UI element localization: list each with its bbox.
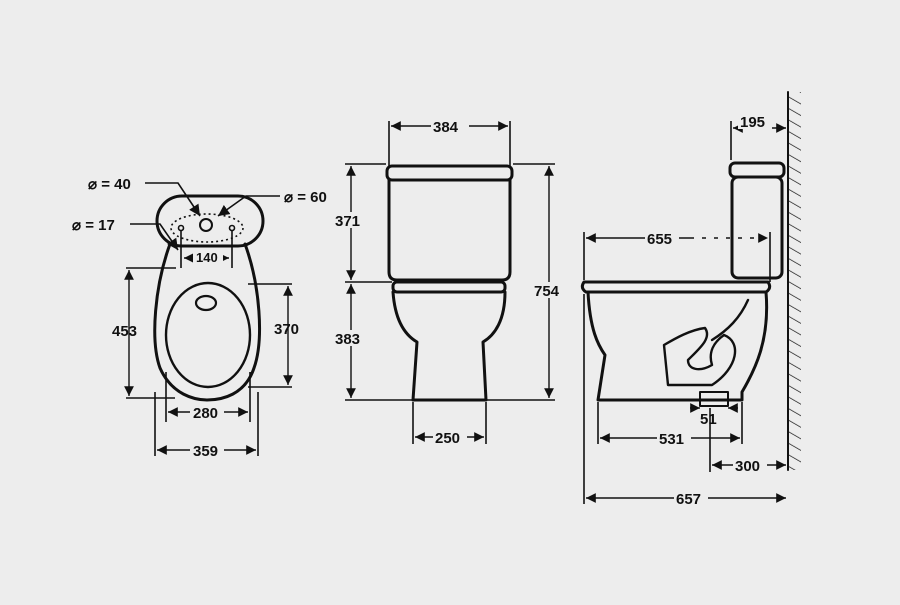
dim-655: 655 (647, 231, 672, 248)
outlet-spigot (699, 391, 729, 407)
dim-371: 371 (335, 213, 360, 230)
dim-195: 195 (740, 114, 765, 131)
bowl-front (391, 290, 507, 402)
dim-dia-40: ⌀ = 40 (88, 176, 131, 193)
front-view: 384 371 383 754 250 (334, 118, 566, 447)
cistern-lid-front (385, 164, 514, 182)
dim-657: 657 (676, 491, 701, 508)
dim-140: 140 (196, 250, 218, 265)
top-view: ⌀ = 40 ⌀ = 60 ⌀ = 17 140 453 370 280 359 (72, 176, 327, 460)
wall-hatch (789, 92, 801, 470)
dim-250: 250 (435, 430, 460, 447)
drain-hole (194, 294, 218, 312)
seat-side (580, 280, 772, 294)
bowl-outline-top (153, 242, 261, 402)
bowl-opening (164, 281, 252, 389)
cistern-body-front (387, 178, 512, 282)
dim-370: 370 (274, 321, 299, 338)
cistern-lid-side (728, 161, 786, 179)
bowl-side (586, 290, 769, 402)
bolt-right (228, 224, 236, 232)
dim-383: 383 (335, 331, 360, 348)
dim-dia-17: ⌀ = 17 (72, 217, 115, 234)
dim-754: 754 (534, 283, 560, 300)
bolt-left (177, 224, 185, 232)
dim-280: 280 (193, 405, 218, 422)
dim-dia-60: ⌀ = 60 (284, 189, 327, 206)
fixing-pattern (170, 213, 244, 243)
dim-531: 531 (659, 431, 684, 448)
seat-front (391, 280, 507, 294)
dim-453: 453 (112, 323, 137, 340)
flush-hole (199, 218, 213, 232)
trapway (662, 326, 737, 387)
dim-51: 51 (700, 411, 717, 428)
cistern-outline-top (155, 194, 265, 248)
cistern-body-side (730, 175, 784, 280)
dim-359: 359 (193, 443, 218, 460)
dim-300: 300 (735, 458, 760, 475)
dim-384: 384 (433, 119, 459, 136)
side-view: 195 655 51 531 300 657 (580, 91, 801, 508)
